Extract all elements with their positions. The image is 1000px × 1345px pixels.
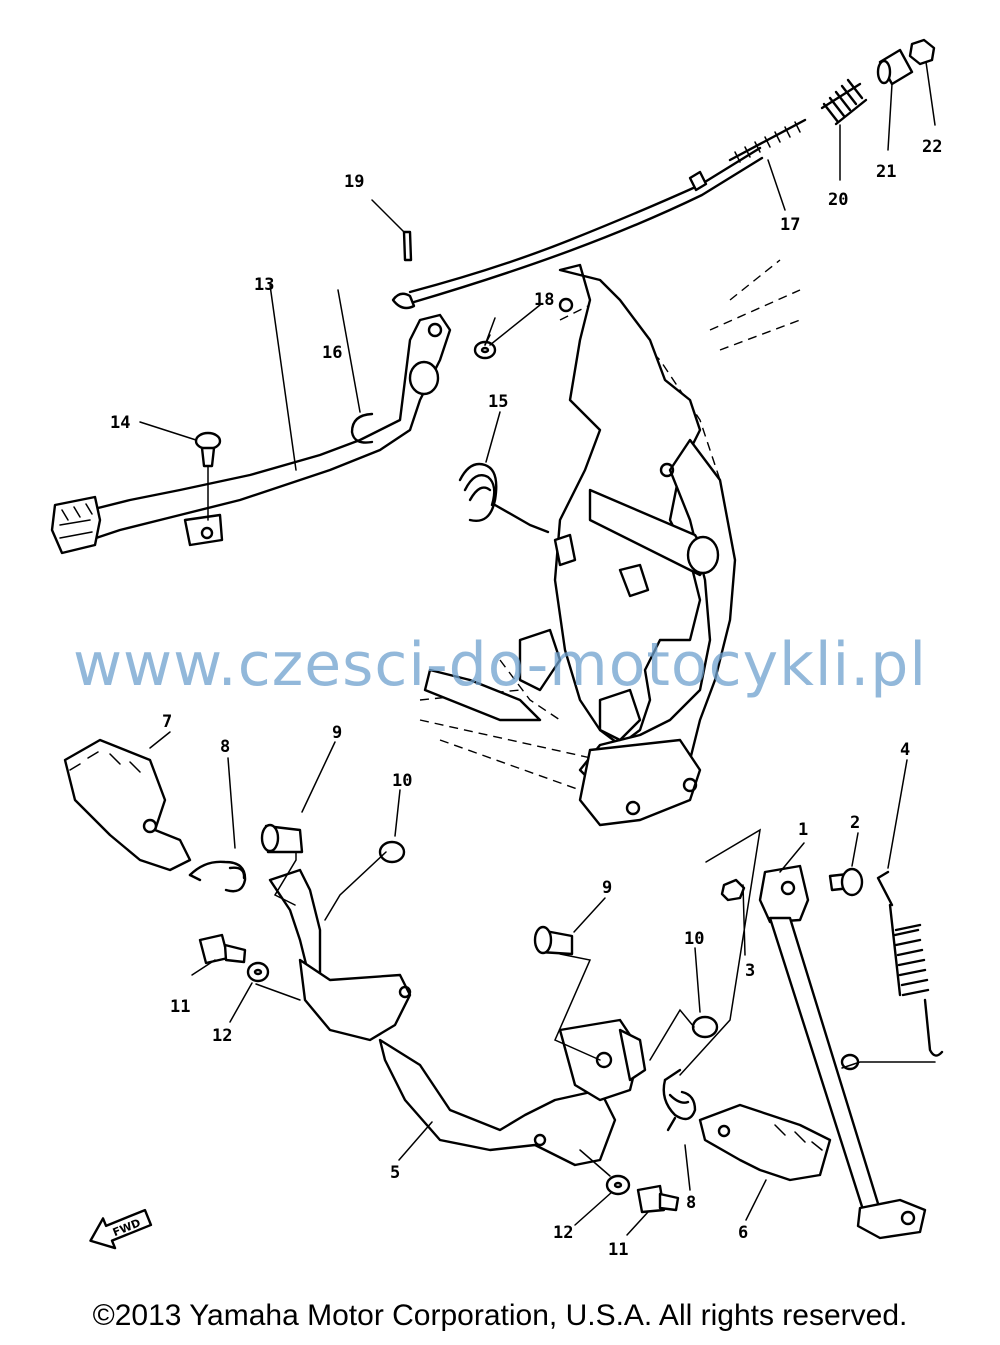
callout-12b: 12 [553, 1223, 573, 1243]
pivot-pin-right [533, 925, 574, 956]
side-stand-bolt [828, 867, 864, 897]
callout-18: 18 [534, 290, 554, 310]
fwd-arrow-icon: FWD [89, 1208, 153, 1250]
circlip [350, 412, 374, 444]
callout-11b: 11 [608, 1240, 628, 1260]
footrest-left [63, 738, 192, 872]
callout-13: 13 [254, 275, 274, 295]
footrest-spring-left [188, 860, 247, 893]
callout-11a: 11 [170, 997, 190, 1017]
washer-10-left [378, 840, 406, 864]
callout-14: 14 [110, 413, 130, 433]
callout-8a: 8 [220, 737, 230, 757]
callout-10b: 10 [684, 929, 704, 949]
callout-3: 3 [745, 961, 755, 981]
brake-pedal [50, 313, 452, 555]
callout-12a: 12 [212, 1026, 232, 1046]
callout-6: 6 [738, 1223, 748, 1243]
brake-cable [391, 118, 807, 310]
adjusting-nut [908, 38, 936, 66]
pivot-pin-left [260, 823, 304, 854]
callout-16: 16 [322, 343, 342, 363]
callout-19: 19 [344, 172, 364, 192]
washer-12-left [246, 961, 270, 983]
side-stand-nut [720, 878, 746, 902]
callout-5: 5 [390, 1163, 400, 1183]
side-stand [758, 864, 927, 1240]
bolt-11-left [198, 933, 247, 965]
callout-20: 20 [828, 190, 848, 210]
bolt-11-right [636, 1184, 680, 1214]
callout-17: 17 [780, 215, 800, 235]
adjusting-spring [820, 78, 868, 126]
return-spring [458, 462, 550, 534]
copyright-notice: ©2013 Yamaha Motor Corporation, U.S.A. A… [92, 1299, 908, 1332]
washer-10-right [691, 1015, 719, 1039]
adjuster-pin [876, 48, 914, 86]
callout-15: 15 [488, 392, 508, 412]
footrest-spring-right [662, 1068, 697, 1132]
callout-numbers: 1 2 3 4 5 6 7 8 8 9 9 10 10 11 11 12 12 … [110, 137, 942, 1260]
callout-9b: 9 [602, 878, 612, 898]
cotter-pin [402, 230, 413, 262]
callout-8b: 8 [686, 1193, 696, 1213]
washer-18 [473, 340, 497, 360]
callout-22: 22 [922, 137, 942, 157]
washer-12-right [605, 1174, 631, 1196]
callout-2: 2 [850, 813, 860, 833]
callout-4: 4 [900, 740, 910, 760]
callout-21: 21 [876, 162, 896, 182]
side-stand-spring [840, 870, 944, 1071]
adjust-bolt [194, 431, 222, 521]
watermark: www.czesci-do-motocykli.pl [72, 630, 928, 700]
callout-1: 1 [798, 820, 808, 840]
callout-7: 7 [162, 712, 172, 732]
guide-lines [255, 828, 936, 1177]
main-stand [268, 868, 647, 1167]
callout-9a: 9 [332, 723, 342, 743]
callout-10a: 10 [392, 771, 412, 791]
footrest-right [698, 1103, 832, 1182]
callout-leaders [139, 61, 936, 1236]
frame-bracket [423, 263, 737, 827]
